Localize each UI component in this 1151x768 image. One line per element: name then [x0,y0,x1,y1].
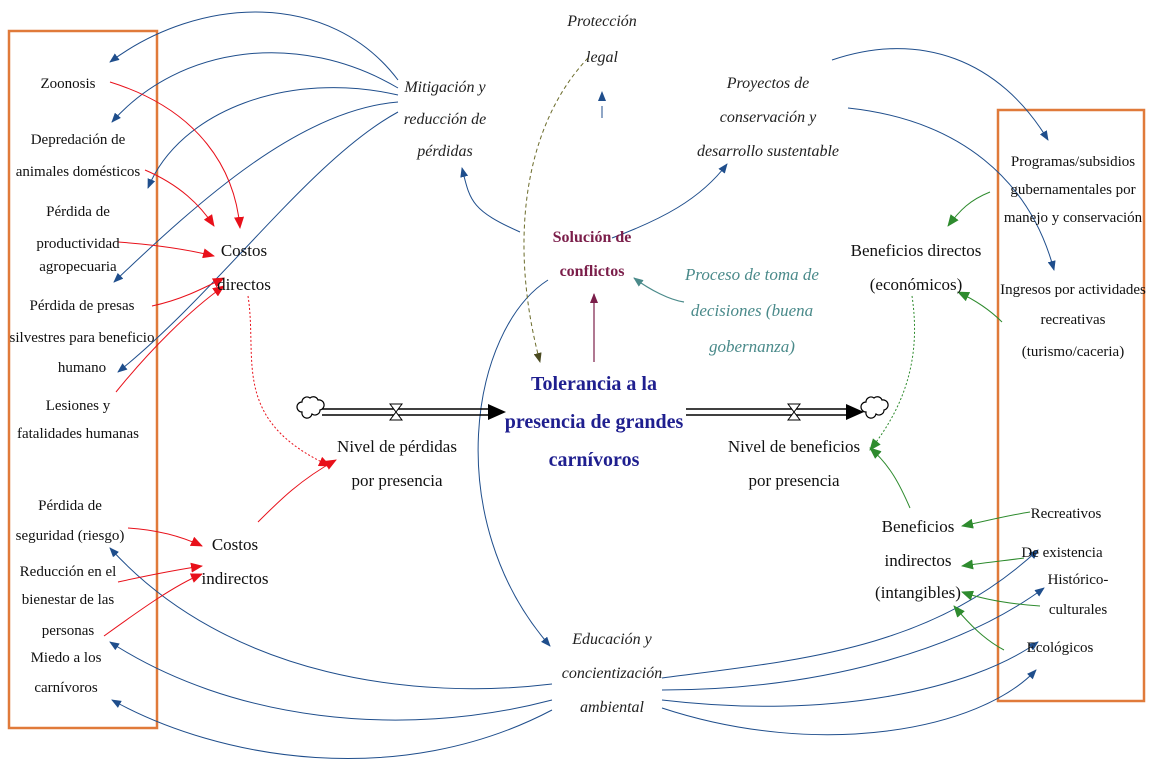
nivel-perdidas-label: Nivel de pérdidas [337,437,457,456]
process-to-solution-link [633,277,685,303]
left-cost-items: Zoonosis Depredación de animales domésti… [10,76,155,696]
cloud-source-icon [296,396,325,419]
benefit-aggregates: Beneficios directos (económicos) Benefic… [851,241,982,602]
svg-text:bienestar de las: bienestar de las [22,592,115,608]
costos-indirectos-label: Costos [212,535,258,554]
mitigation-links [109,11,521,373]
valve-icon [787,403,801,421]
proteccion-label: Protección [566,13,637,30]
svg-text:indirectos: indirectos [201,569,268,588]
cost-aggregates: Costos directos Costos indirectos [201,241,270,588]
svg-text:personas: personas [42,623,95,639]
ecologicos-label: Ecológicos [1027,640,1094,656]
loss-flow [296,396,506,421]
svg-text:reducción de: reducción de [404,111,486,128]
svg-text:conflictos: conflictos [560,263,625,280]
ingresos-label: Ingresos por actividades [1000,282,1146,298]
bienestar-label: Reducción en el [20,564,117,580]
solution-links [477,91,728,647]
cloud-sink-icon [860,396,889,419]
svg-text:(turismo/caceria): (turismo/caceria) [1022,344,1124,360]
svg-text:pérdidas: pérdidas [416,143,472,160]
seguridad-label: Pérdida de [38,498,102,514]
beneficios-indirectos-label: Beneficios [882,517,955,536]
svg-text:legal: legal [586,49,619,66]
svg-text:por presencia: por presencia [748,471,840,490]
projects-links [831,48,1056,271]
right-benefit-items: Programas/subsidios gubernamentales por … [1000,154,1146,656]
tolerancia-label: Tolerancia a la [531,373,657,395]
legal-to-tolerance-link [523,57,589,363]
svg-text:conservación y: conservación y [720,109,817,126]
svg-text:agropecuaria: agropecuaria [39,259,117,275]
svg-text:directos: directos [217,275,271,294]
lesiones-label: Lesiones y [46,398,111,414]
costos-directos-label: Costos [221,241,267,260]
svg-text:por presencia: por presencia [351,471,443,490]
presas-label: Pérdida de presas [30,298,135,314]
svg-text:culturales: culturales [1049,602,1107,618]
svg-text:indirectos: indirectos [884,551,951,570]
miedo-label: Miedo a los [31,650,102,666]
benefit-links [869,191,1041,651]
svg-text:gobernanza): gobernanza) [709,337,795,356]
educacion-label: Educación y [571,631,652,648]
svg-text:(intangibles): (intangibles) [875,583,961,602]
svg-text:(económicos): (económicos) [870,275,963,294]
svg-text:gubernamentales por: gubernamentales por [1010,182,1135,198]
svg-text:carnívoros: carnívoros [549,449,640,471]
svg-text:seguridad (riesgo): seguridad (riesgo) [16,528,125,544]
mitigacion-label: Mitigación y [403,79,486,96]
solucion-label: Solución de [553,229,632,246]
proyectos-label: Proyectos de [726,75,809,92]
cost-links [103,81,337,637]
svg-text:animales domésticos: animales domésticos [16,164,141,180]
svg-text:recreativas: recreativas [1041,312,1106,328]
svg-text:humano: humano [58,360,106,376]
depredacion-label: Depredación de [31,132,126,148]
svg-text:silvestres para beneficio: silvestres para beneficio [10,330,155,346]
svg-text:fatalidades humanas: fatalidades humanas [17,426,139,442]
education-links [109,547,1045,759]
svg-text:desarrollo sustentable: desarrollo sustentable [697,143,839,160]
svg-text:decisiones (buena: decisiones (buena [691,301,813,320]
programas-label: Programas/subsidios [1011,154,1135,170]
beneficios-directos-label: Beneficios directos [851,241,982,260]
svg-text:ambiental: ambiental [580,699,645,716]
valve-icon [389,403,403,421]
benefits-box [996,108,1146,703]
benefit-flow [686,396,889,421]
productividad-label: Pérdida de [46,204,110,220]
zoonosis-label: Zoonosis [40,76,95,92]
recreativos-label: Recreativos [1031,506,1102,522]
center-nodes: Nivel de pérdidas por presencia Toleranc… [337,13,860,716]
nivel-beneficios-label: Nivel de beneficios [728,437,860,456]
costs-box [7,29,159,730]
svg-text:productividad: productividad [36,236,120,252]
svg-text:carnívoros: carnívoros [34,680,97,696]
existencia-label: De existencia [1021,545,1103,561]
svg-text:manejo y conservación: manejo y conservación [1004,210,1143,226]
proceso-label: Proceso de toma de [684,265,819,284]
svg-text:presencia de grandes: presencia de grandes [505,411,684,433]
historico-label: Histórico- [1048,572,1109,588]
svg-text:concientización: concientización [562,665,662,682]
